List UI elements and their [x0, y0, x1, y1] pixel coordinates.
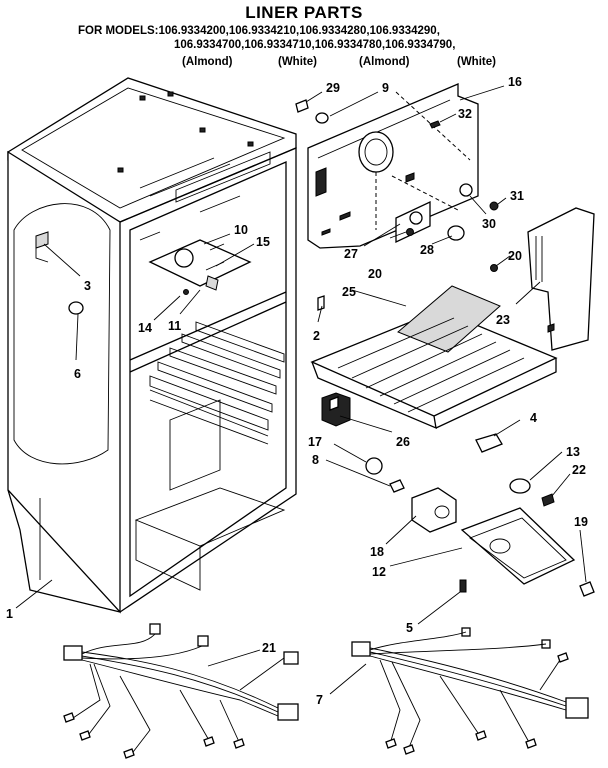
callout-labels: 29 9 16 32 31 30 27 28 20 20 25 23 2 10 … — [6, 75, 588, 707]
callout-21: 21 — [262, 641, 276, 655]
control-assembly — [148, 239, 252, 295]
callout-12: 12 — [372, 565, 386, 579]
callout-32: 32 — [458, 107, 472, 121]
callout-17: 17 — [308, 435, 322, 449]
callout-23: 23 — [496, 313, 510, 327]
callout-2: 2 — [313, 329, 320, 343]
callout-27: 27 — [344, 247, 358, 261]
callout-30: 30 — [482, 217, 496, 231]
callout-16: 16 — [508, 75, 522, 89]
page-title: LINER PARTS — [245, 3, 363, 22]
callout-29: 29 — [326, 81, 340, 95]
callout-14: 14 — [138, 321, 152, 335]
callout-25: 25 — [342, 285, 356, 299]
callout-5: 5 — [406, 621, 413, 635]
callout-15: 15 — [256, 235, 270, 249]
callout-8: 8 — [312, 453, 319, 467]
callout-22: 22 — [572, 463, 586, 477]
callout-3: 3 — [84, 279, 91, 293]
wire-harness-21 — [63, 623, 299, 759]
variant-label: (White) — [457, 56, 496, 68]
variant-label: (White) — [278, 56, 317, 68]
evaporator-cover — [307, 83, 479, 249]
leader-lines — [15, 85, 587, 695]
callout-10: 10 — [234, 223, 248, 237]
air-duct — [527, 207, 595, 351]
model-line-1: FOR MODELS:106.9334200,106.9334210,106.9… — [78, 25, 440, 37]
variant-label: (Almond) — [359, 56, 410, 68]
callout-20: 20 — [368, 267, 382, 281]
callout-20: 20 — [508, 249, 522, 263]
small-parts — [295, 99, 595, 597]
model-list: FOR MODELS:106.9334200,106.9334210,106.9… — [78, 24, 455, 52]
liner-cabinet — [7, 77, 297, 614]
freezer-shelf — [310, 285, 558, 430]
callout-7: 7 — [316, 693, 323, 707]
callout-26: 26 — [396, 435, 410, 449]
callout-11: 11 — [168, 319, 181, 333]
callout-19: 19 — [574, 515, 588, 529]
callout-1: 1 — [6, 607, 13, 621]
callout-31: 31 — [510, 189, 524, 203]
callout-18: 18 — [370, 545, 384, 559]
wire-harness-7 — [351, 627, 589, 755]
model-line-2: 106.9334700,106.9334710,106.9334780,106.… — [174, 39, 456, 51]
callout-28: 28 — [420, 243, 434, 257]
callout-4: 4 — [530, 411, 537, 425]
callout-13: 13 — [566, 445, 580, 459]
callout-6: 6 — [74, 367, 81, 381]
callout-9: 9 — [382, 81, 389, 95]
variant-label: (Almond) — [182, 56, 233, 68]
